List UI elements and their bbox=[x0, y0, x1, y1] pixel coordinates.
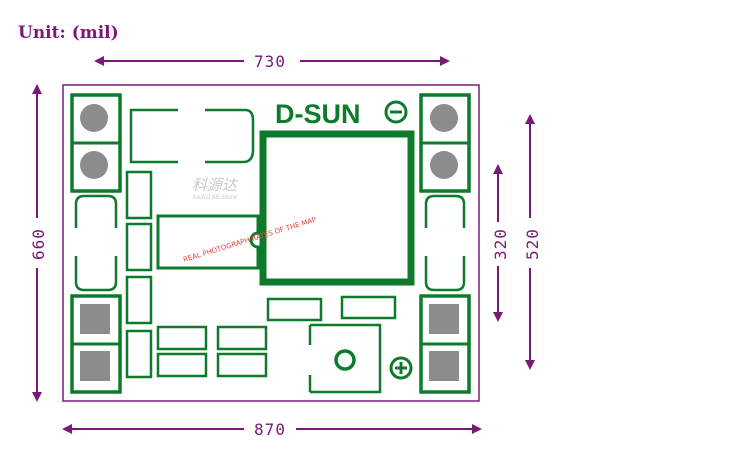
round-pad bbox=[80, 104, 108, 132]
watermark-store-cn: 科源达 bbox=[192, 176, 239, 194]
dimension-top-width-label: 730 bbox=[254, 52, 286, 71]
square-pad bbox=[80, 351, 110, 381]
square-pad bbox=[80, 304, 110, 334]
ic-footprint bbox=[156, 214, 260, 270]
round-pad bbox=[430, 104, 458, 132]
capacitor-footprint-top bbox=[129, 108, 255, 164]
pad-group-bottom-left bbox=[70, 294, 122, 394]
smd-resistors bbox=[156, 295, 397, 378]
potentiometer-footprint bbox=[308, 323, 382, 394]
dimension-left-height bbox=[32, 84, 42, 402]
dimension-bottom-width bbox=[62, 424, 482, 434]
dimension-top-width bbox=[94, 56, 450, 66]
watermark-store-en: kedu168 Store bbox=[193, 194, 237, 201]
unit-label: Unit: (mil) bbox=[18, 23, 119, 43]
pad-group-bottom-right bbox=[419, 294, 471, 394]
dimension-right-inner bbox=[493, 164, 503, 322]
plus-terminal-icon bbox=[389, 356, 413, 380]
square-pad bbox=[429, 351, 459, 381]
dimension-right-outer-label: 520 bbox=[523, 228, 542, 260]
minus-terminal-icon bbox=[384, 100, 408, 124]
pad-group-top-left bbox=[70, 93, 122, 193]
dimension-right-outer bbox=[525, 114, 535, 370]
rounded-footprints bbox=[74, 194, 466, 292]
square-pad bbox=[429, 304, 459, 334]
dimension-right-inner-label: 320 bbox=[491, 228, 510, 260]
round-pad bbox=[430, 151, 458, 179]
inductor-footprint bbox=[259, 130, 415, 286]
pad-group-top-right bbox=[419, 93, 471, 193]
smd-column-left bbox=[125, 170, 153, 379]
dimension-left-height-label: 660 bbox=[29, 228, 48, 260]
brand-label: D-SUN bbox=[275, 99, 361, 129]
dimension-bottom-width-label: 870 bbox=[254, 420, 286, 439]
round-pad bbox=[80, 151, 108, 179]
